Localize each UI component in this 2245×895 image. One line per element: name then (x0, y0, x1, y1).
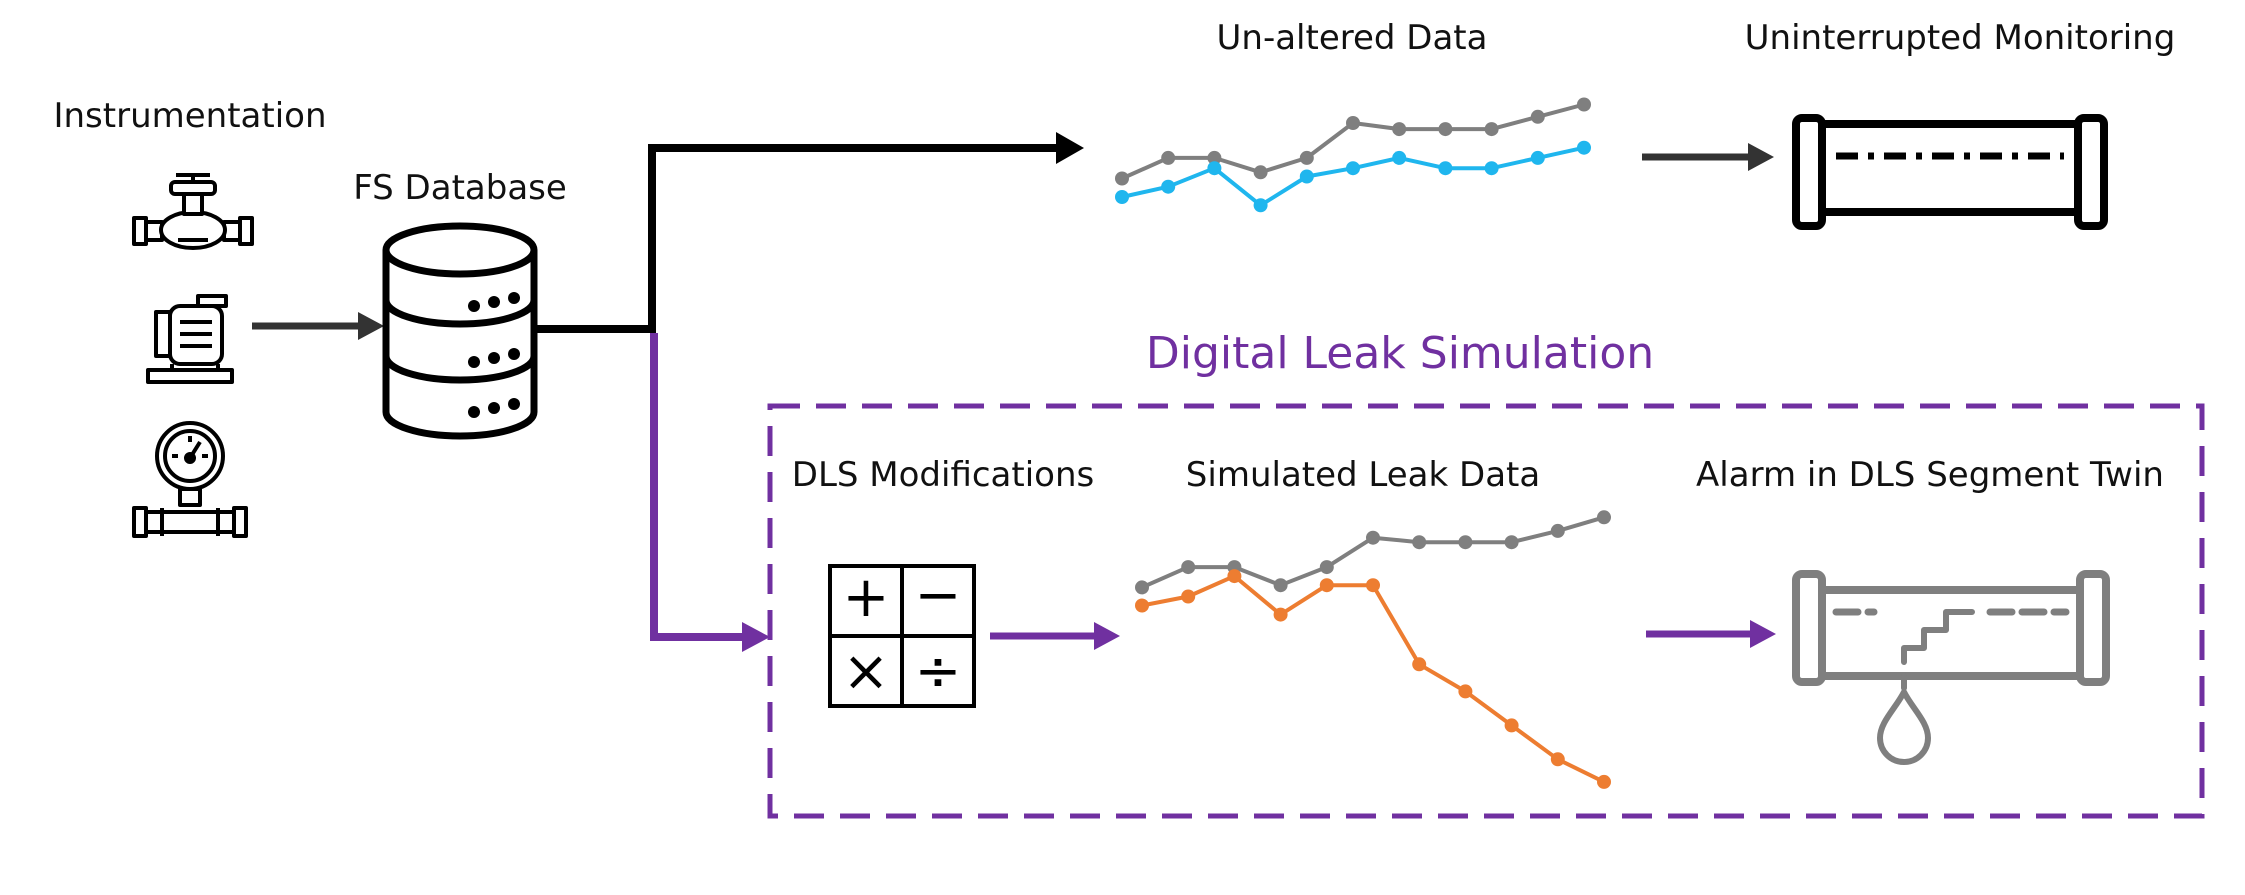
dls-modifications-label: DLS Modifications (792, 455, 1094, 495)
unaltered-series-1-point (1484, 161, 1499, 176)
simulated-series-0-point (1181, 560, 1196, 575)
simulated-series-0-point (1366, 530, 1380, 545)
connectors (252, 132, 1776, 652)
unaltered-data-chart (1115, 97, 1591, 213)
unaltered-series-0-point (1299, 150, 1314, 165)
lower-branch-arrowhead (742, 622, 770, 652)
simulated-series-0-point (1412, 535, 1427, 550)
unaltered-series-0-point (1484, 122, 1499, 137)
math-operations-icon: + − × ÷ (828, 563, 976, 708)
ops-to-sim-arrowhead (1094, 622, 1120, 650)
instruments-to-db-arrowhead (358, 312, 384, 340)
unaltered-series-0-point (1530, 109, 1545, 124)
simulated-leak-chart (1135, 510, 1611, 789)
plus-symbol: + (843, 565, 890, 630)
unaltered-series-0-point (1253, 165, 1268, 180)
simulated-series-1-point (1412, 657, 1427, 672)
alarm-twin-label: Alarm in DLS Segment Twin (1696, 455, 2164, 495)
leaking-pipe-icon (1792, 570, 2110, 765)
unaltered-series-1-point (1577, 140, 1591, 155)
times-symbol: × (843, 639, 890, 704)
unaltered-series-1-point (1438, 161, 1453, 176)
simulated-series-1-line (1141, 574, 1605, 784)
simulated-series-1-point (1504, 718, 1519, 733)
simulated-series-0-line (1141, 515, 1605, 590)
unaltered-series-0-point (1161, 150, 1176, 165)
unaltered-series-0-point (1207, 150, 1222, 165)
unaltered-series-1-point (1530, 150, 1545, 165)
simulated-series-1-point (1181, 589, 1196, 604)
fs-database-label: FS Database (353, 168, 567, 208)
digital-leak-simulation-title: Digital Leak Simulation (1146, 328, 1654, 379)
dls-boundary (767, 403, 2205, 819)
unaltered-series-0-point (1346, 116, 1360, 130)
simulated-series-1-point (1458, 684, 1473, 699)
simulated-series-1-point (1597, 774, 1611, 789)
upper-branch-arrowhead (1056, 132, 1084, 164)
simulated-series-0-point (1273, 578, 1288, 593)
minus-symbol: − (915, 563, 962, 628)
unaltered-series-0-point (1577, 97, 1591, 112)
pressure-gauge-icon (132, 421, 248, 538)
simulated-series-1-point (1227, 569, 1242, 584)
pipe-segment-icon (1792, 114, 2108, 230)
unaltered-series-1-point (1161, 179, 1176, 194)
uninterrupted-monitoring-label: Uninterrupted Monitoring (1745, 18, 2176, 58)
simulated-series-0-point (1319, 560, 1334, 575)
simulated-series-0-point (1504, 535, 1519, 550)
unaltered-series-1-point (1299, 169, 1314, 184)
unaltered-series-1-point (1115, 190, 1129, 204)
instrumentation-label: Instrumentation (53, 96, 326, 136)
database-icon (382, 222, 538, 440)
unaltered-series-1-point (1253, 198, 1268, 213)
simulated-series-0-point (1458, 535, 1473, 550)
simulated-series-1-point (1319, 578, 1334, 593)
unaltered-data-label: Un-altered Data (1217, 18, 1488, 58)
unaltered-series-1-point (1392, 150, 1407, 165)
simulated-series-1-point (1135, 598, 1149, 613)
simulated-leak-data-label: Simulated Leak Data (1186, 455, 1540, 495)
simulated-series-0-point (1135, 580, 1149, 595)
simulated-series-1-point (1366, 578, 1380, 593)
sim-to-alarm-arrowhead (1750, 620, 1776, 648)
valve-icon (132, 173, 254, 250)
simulated-series-1-point (1273, 607, 1288, 622)
unaltered-series-0-point (1115, 171, 1129, 186)
lower-branch-line (650, 333, 746, 641)
motor-pump-icon (146, 294, 234, 384)
divide-symbol: ÷ (915, 639, 962, 704)
unaltered-series-0-point (1438, 122, 1453, 137)
simulated-series-0-point (1597, 510, 1611, 525)
upper-branch-line (648, 144, 1062, 333)
simulated-series-0-point (1550, 523, 1565, 538)
unaltered-series-0-point (1392, 122, 1407, 137)
unaltered-to-monitor-arrowhead (1748, 143, 1774, 171)
unaltered-series-1-point (1207, 161, 1222, 176)
simulated-series-1-point (1550, 752, 1565, 767)
unaltered-series-1-point (1346, 161, 1360, 176)
